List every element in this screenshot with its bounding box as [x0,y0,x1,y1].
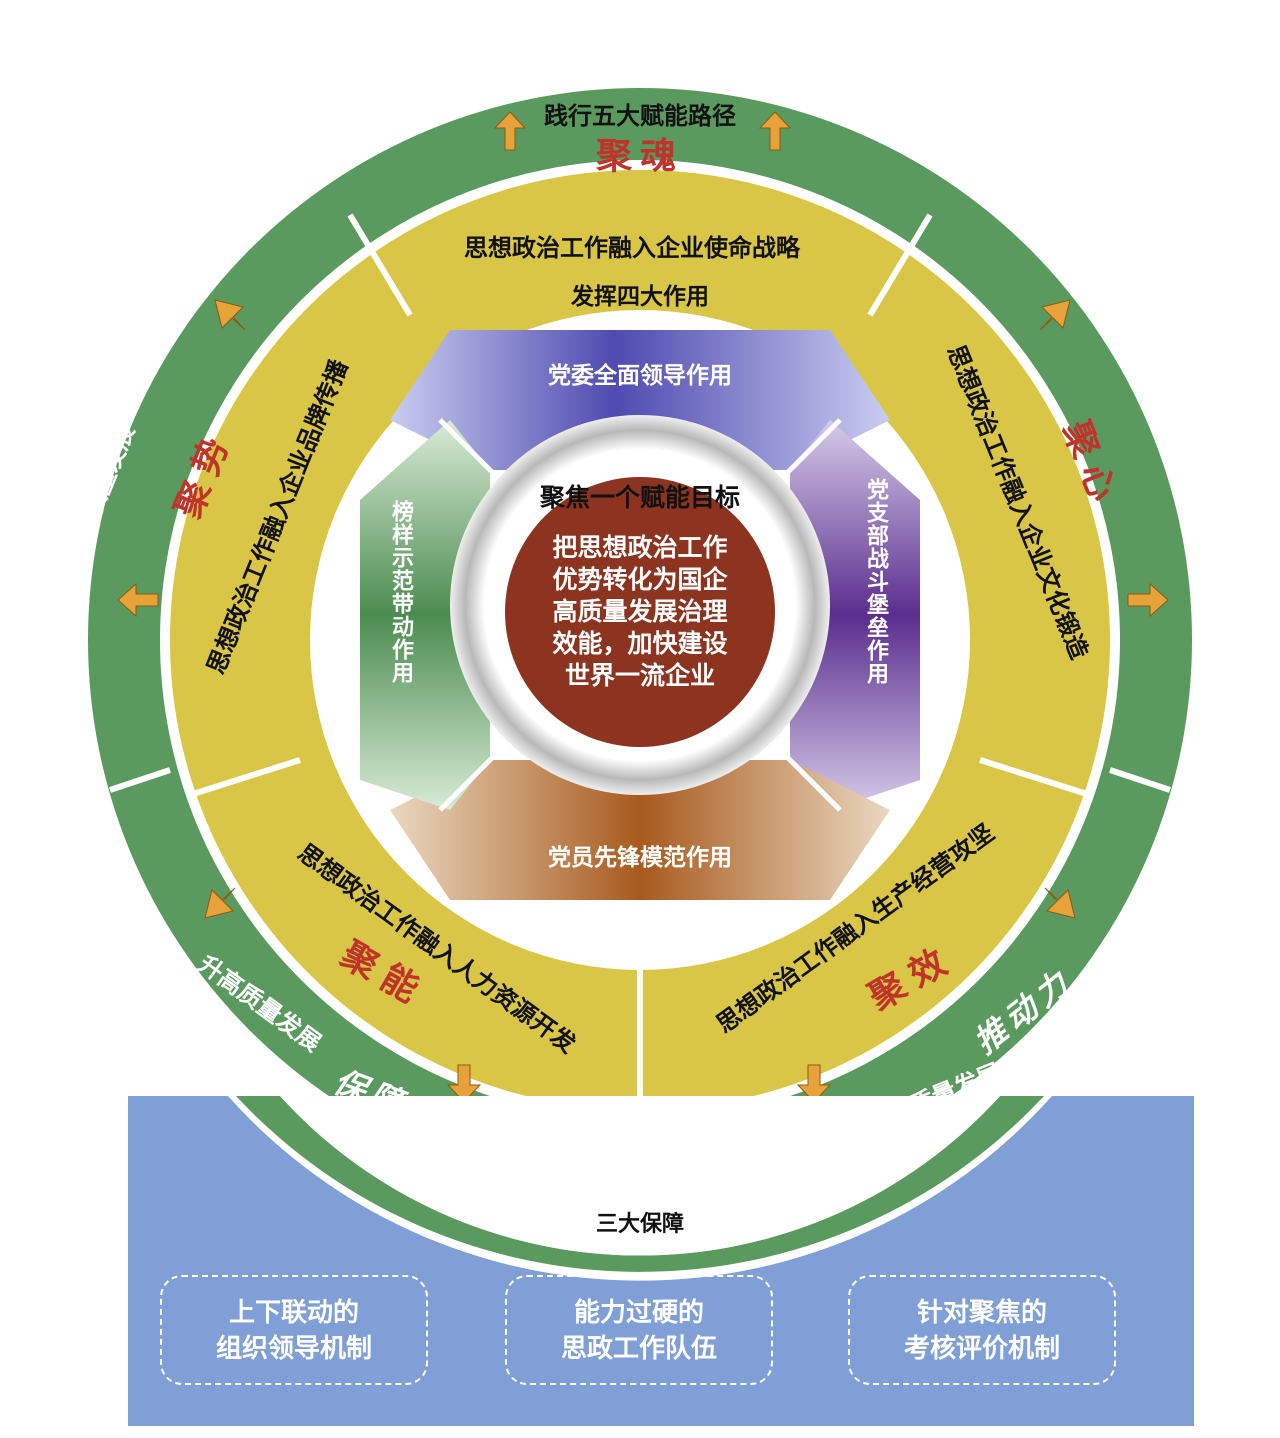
core-title: 聚焦一个赋能目标 [539,484,740,512]
guarantee-item-3-line-2: 考核评价机制 [903,1333,1060,1363]
guarantee-item-1-line-2: 组织领导机制 [215,1333,372,1363]
arrow-upleft-diag [214,299,246,331]
role-sector-dividers [438,418,842,812]
arrow-upright-diag [1039,299,1071,331]
core-goal: 把思想政治工作 优势转化为国企 高质量发展治理 效能，加快建设 世界一流企业 [520,532,760,692]
role-sector-left [360,420,490,810]
path-text-soul: 思想政治工作融入企业使命战略 [464,234,801,262]
core-circle [505,477,775,747]
core-goal-line-5: 世界一流企业 [564,662,715,690]
core-goal-line-4: 效能，加快建设 [552,630,728,658]
roles-title: 发挥四大作用 [571,283,709,309]
arrow-down-right [796,1064,832,1103]
guarantee-item-3-line-1: 针对聚焦的 [916,1297,1047,1327]
paths-title: 践行五大赋能路径 [544,103,736,130]
core-goal-line-2: 优势转化为国企 [552,566,728,594]
guarantees-title: 三大保障 [595,1211,684,1236]
guarantee-item-2: 能力过硬的 思政工作队伍 [505,1275,773,1385]
arrows [117,111,1169,1103]
guarantee-item-3: 针对聚焦的 考核评价机制 [848,1275,1116,1385]
arrow-left [117,582,159,618]
guarantee-item-2-line-2: 思政工作队伍 [560,1333,717,1363]
role-left-label: 榜样示范带动作用 [389,500,414,684]
arrow-downleft-diag [204,887,236,919]
role-sector-bottom [390,760,890,900]
guarantee-item-1: 上下联动的 组织领导机制 [160,1275,428,1385]
outer-ring-dividers [109,130,1171,1195]
role-bottom-label: 党员先锋模范作用 [548,844,732,870]
role-right-label: 党支部战斗堡垒作用 [864,478,889,685]
role-sector-right [790,420,920,810]
role-top-label: 党委全面领导作用 [548,362,732,388]
core-goal-line-1: 把思想政治工作 [552,534,728,562]
path-key-soul: 聚魂 [595,136,684,176]
core-goal-line-3: 高质量发展治理 [552,598,728,626]
role-sector-top [390,330,890,470]
path-ring-dividers [189,213,1091,1105]
arrow-right [1127,582,1169,618]
guarantee-item-1-line-1: 上下联动的 [228,1297,359,1327]
arrow-downright-diag [1044,887,1076,919]
arrow-up-right [758,111,792,151]
arrow-up-left [493,111,527,151]
guarantee-item-2-line-1: 能力过硬的 [573,1297,704,1327]
arrow-down-left [446,1064,482,1103]
